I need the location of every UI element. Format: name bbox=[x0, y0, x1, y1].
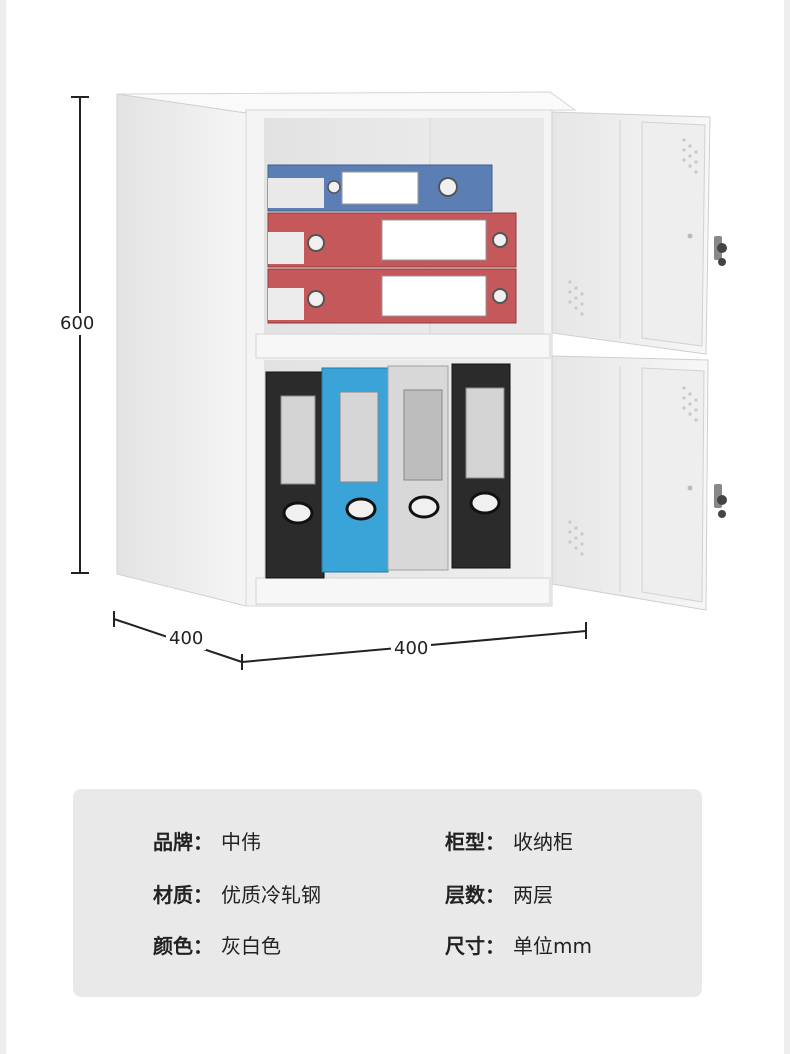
height-dimension-line bbox=[71, 96, 89, 574]
upper-key-lock bbox=[714, 236, 727, 266]
left-edge-strip bbox=[0, 0, 6, 1054]
spec-material: 材质： 优质冷轧钢 bbox=[153, 882, 321, 908]
spec-colon: ： bbox=[193, 934, 213, 958]
red-binder-bottom bbox=[267, 268, 517, 324]
black-binder-left bbox=[265, 371, 325, 579]
red-binder-top bbox=[267, 212, 517, 268]
spec-cabinet-type: 柜型： 收纳柜 bbox=[445, 829, 573, 855]
spec-label: 材质 bbox=[153, 883, 193, 907]
spec-label: 颜色 bbox=[153, 934, 193, 958]
upper-door bbox=[551, 111, 711, 355]
spec-colon: ： bbox=[485, 830, 505, 854]
spec-size: 尺寸： 单位mm bbox=[445, 933, 592, 959]
spec-color: 颜色： 灰白色 bbox=[153, 933, 281, 959]
spec-label: 层数 bbox=[445, 883, 485, 907]
width-label: 400 bbox=[391, 638, 432, 660]
bottom-shelf bbox=[255, 577, 551, 605]
lower-door bbox=[551, 355, 709, 611]
middle-shelf bbox=[255, 333, 551, 359]
depth-label: 400 bbox=[166, 628, 207, 650]
spec-panel: 品牌：中伟 柜型：收纳柜 材质：优质冷轧钢 层数：两层 颜色：灰白色 尺寸：单位… bbox=[73, 789, 702, 997]
height-label: 600 bbox=[57, 313, 98, 335]
spec-layers: 层数： 两层 bbox=[445, 882, 553, 908]
spec-brand: 品牌： 中伟 bbox=[153, 829, 261, 855]
spec-label: 柜型 bbox=[445, 830, 485, 854]
spec-value: 两层 bbox=[513, 883, 553, 907]
grey-binder bbox=[387, 365, 449, 571]
lower-key-lock bbox=[714, 484, 727, 518]
spec-colon: ： bbox=[485, 883, 505, 907]
spec-colon: ： bbox=[193, 883, 213, 907]
spec-value: 灰白色 bbox=[221, 934, 281, 958]
cabinet-side bbox=[116, 93, 247, 607]
spec-value: 中伟 bbox=[221, 830, 261, 854]
black-binder-right bbox=[451, 363, 511, 569]
spec-colon: ： bbox=[485, 934, 505, 958]
cabinet-illustration bbox=[71, 91, 727, 670]
spec-value: 单位mm bbox=[513, 934, 592, 958]
spec-value: 收纳柜 bbox=[513, 830, 573, 854]
right-edge-strip bbox=[784, 0, 790, 1054]
spec-colon: ： bbox=[193, 830, 213, 854]
blue-binder bbox=[267, 164, 493, 212]
cyan-binder bbox=[321, 367, 389, 573]
spec-label: 品牌 bbox=[153, 830, 193, 854]
spec-value: 优质冷轧钢 bbox=[221, 883, 321, 907]
spec-label: 尺寸 bbox=[445, 934, 485, 958]
